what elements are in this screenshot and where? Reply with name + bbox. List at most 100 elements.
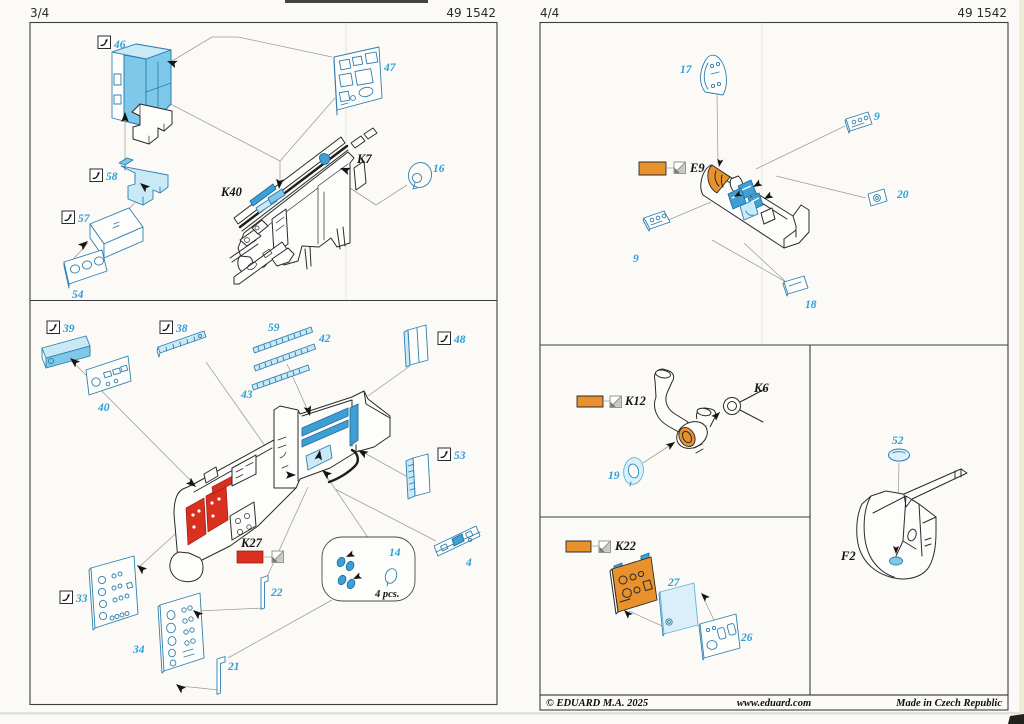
part-53-drawing <box>405 453 431 500</box>
paint-icon-k22 <box>598 540 611 553</box>
part-52-drawing <box>888 448 910 462</box>
part-label-9-upper: 9 <box>874 111 880 123</box>
color-swatch-k27 <box>236 550 264 564</box>
bend-checkbox-39 <box>46 320 61 335</box>
seat-drawing <box>700 158 810 249</box>
kit-label-k7: K7 <box>356 152 372 166</box>
part-39-drawing <box>41 335 91 369</box>
page-left-frame <box>29 21 498 706</box>
part-43-drawing <box>251 364 310 391</box>
part-14-drawing <box>336 550 398 590</box>
part-42-drawing <box>253 343 316 372</box>
footer-website: www.eduard.com <box>737 698 811 709</box>
part-label-34: 34 <box>132 644 145 656</box>
part-label-19: 19 <box>608 470 620 482</box>
pe-sight-mount-52 <box>889 556 903 566</box>
kit-label-k27: K27 <box>240 536 263 550</box>
part-16-drawing <box>407 162 433 190</box>
paint-icon-k27 <box>271 550 284 563</box>
bend-checkbox-53 <box>437 447 452 462</box>
part-label-57: 57 <box>78 213 91 225</box>
color-label-e9: E9 <box>689 161 705 175</box>
part-label-58: 58 <box>106 171 118 183</box>
part-18-drawing <box>782 275 809 297</box>
part-58-drawing <box>118 157 169 206</box>
part-label-42: 42 <box>318 333 331 345</box>
footer-origin: Made in Czech Republic <box>895 698 1002 709</box>
callout-14: 14 4 pcs. <box>321 536 416 602</box>
paint-icon-k12 <box>609 395 622 408</box>
color-label-k22: K22 <box>614 539 636 553</box>
part-label-9-lower: 9 <box>633 253 639 265</box>
part-59-drawing <box>252 326 313 354</box>
step-seat: 17 E9 <box>633 54 909 311</box>
kit-label-f2: F2 <box>840 549 856 563</box>
part-label-27: 27 <box>667 577 681 589</box>
step-fuselage-k40: 46 58 57 <box>61 35 445 301</box>
step-panel: K22 <box>565 539 753 661</box>
part-20-drawing <box>867 188 888 207</box>
color-label-k12: K12 <box>624 394 646 408</box>
seat-buckle-4 <box>739 199 759 221</box>
part-33-drawing <box>88 555 148 631</box>
part-4-drawing <box>433 525 481 557</box>
callout-qty-label: 4 pcs. <box>374 589 400 600</box>
pe-red-panel-1 <box>185 497 207 546</box>
part-label-4: 4 <box>465 557 472 569</box>
seat-headrest-e9 <box>707 164 731 194</box>
page-right-frame <box>539 21 1009 696</box>
part-label-20: 20 <box>896 189 909 201</box>
part-label-54: 54 <box>72 289 84 301</box>
bend-checkbox-48 <box>437 331 452 346</box>
part-label-22: 22 <box>270 587 283 599</box>
part-label-33: 33 <box>75 593 88 605</box>
part-40-drawing <box>85 355 132 396</box>
kit-pipe-drawing <box>654 368 723 454</box>
callout-bubble <box>321 536 416 602</box>
part-22-drawing <box>260 575 269 610</box>
part-label-39: 39 <box>62 323 75 335</box>
part-9-lower-drawing <box>642 210 671 232</box>
step-cockpit-sidewall: 39 40 38 <box>41 320 481 695</box>
assembly-lines <box>665 93 867 283</box>
step-pipe: K12 <box>576 368 769 487</box>
sidewall-console-drawing <box>169 390 391 583</box>
kit-f2-drawing <box>856 468 968 580</box>
page-right: 4/4 49 1542 17 <box>539 6 1009 711</box>
part-17-drawing <box>700 54 727 96</box>
part-label-26: 26 <box>740 632 753 644</box>
page-right-footer: © EDUARD M.A. 2025 www.eduard.com Made i… <box>539 694 1009 711</box>
part-9-upper-drawing <box>844 111 873 134</box>
pe-strip-on-sill <box>249 183 277 207</box>
footer-copyright: © EDUARD M.A. 2025 <box>546 698 648 709</box>
kit-label-k40: K40 <box>220 185 243 199</box>
bend-checkbox-38 <box>159 320 174 335</box>
part-48-drawing <box>403 324 429 368</box>
part-34-drawing <box>157 592 205 694</box>
part-54-drawing <box>63 249 108 289</box>
part-label-47: 47 <box>383 62 397 74</box>
pe-console-strip-1 <box>301 407 349 437</box>
part-label-40: 40 <box>97 402 110 414</box>
footer-box <box>539 694 1009 711</box>
part-label-14: 14 <box>389 547 401 559</box>
part-47-drawing <box>333 46 383 116</box>
kit-bracket-drawing <box>131 103 173 145</box>
part-label-16: 16 <box>433 163 445 175</box>
pe-clamp-k7 <box>319 153 331 165</box>
step-sight: 52 F2 <box>840 435 968 580</box>
part-label-43: 43 <box>240 389 253 401</box>
color-swatch-k12 <box>576 395 604 408</box>
part-27-drawing <box>658 582 699 637</box>
color-swatch-k22 <box>565 540 592 553</box>
part-38-drawing <box>156 330 207 358</box>
bend-checkbox-46 <box>97 35 112 50</box>
bend-checkbox-58 <box>89 168 104 183</box>
kit-k6-drawing <box>723 388 766 423</box>
kit-k40-drawing <box>229 127 378 285</box>
part-label-59: 59 <box>268 322 280 334</box>
kit-k22-drawing <box>609 552 658 619</box>
